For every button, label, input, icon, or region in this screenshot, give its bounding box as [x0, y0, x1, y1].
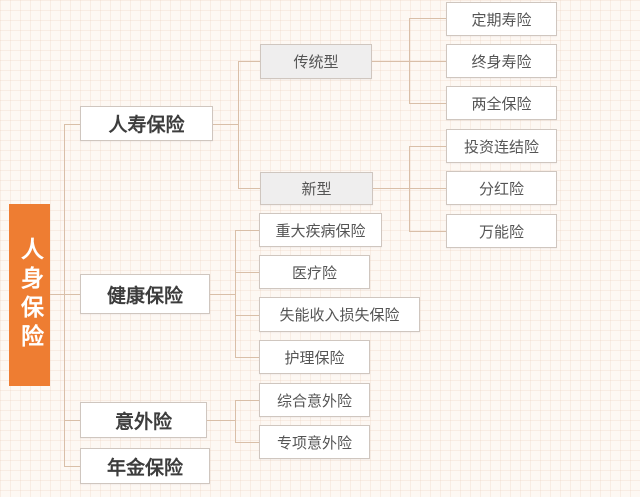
connector [409, 188, 446, 189]
node-critical-illness: 重大疾病保险 [259, 213, 382, 247]
connector [235, 272, 259, 273]
node-traditional: 传统型 [260, 44, 372, 79]
connector [235, 400, 236, 442]
connector [372, 61, 409, 62]
node-disability-income: 失能收入损失保险 [259, 297, 420, 332]
connector [50, 294, 64, 295]
node-endowment: 两全保险 [446, 86, 557, 120]
connector [409, 146, 446, 147]
node-nursing-care: 护理保险 [259, 340, 370, 374]
connector [235, 357, 259, 358]
connector [64, 294, 80, 295]
connector [409, 61, 446, 62]
connector [238, 188, 260, 189]
root-node-personal-insurance: 人身保险 [9, 204, 50, 386]
connector [207, 420, 235, 421]
node-universal: 万能险 [446, 214, 557, 248]
node-term-life: 定期寿险 [446, 2, 557, 36]
connector [64, 466, 80, 467]
connector [409, 103, 446, 104]
node-whole-life: 终身寿险 [446, 44, 557, 78]
connector [235, 230, 259, 231]
node-annuity-insurance: 年金保险 [80, 448, 210, 484]
connector [64, 420, 80, 421]
node-life-insurance: 人寿保险 [80, 106, 213, 141]
connector [372, 188, 409, 189]
node-comprehensive-accident: 综合意外险 [259, 383, 370, 417]
node-special-accident: 专项意外险 [259, 425, 370, 459]
connector [235, 230, 236, 357]
connector [235, 400, 259, 401]
connector [238, 61, 260, 62]
connector [213, 124, 238, 125]
node-health-insurance: 健康保险 [80, 274, 210, 314]
connector [238, 61, 239, 188]
node-participating: 分红险 [446, 171, 557, 205]
connector [64, 124, 80, 125]
node-accident-insurance: 意外险 [80, 402, 207, 438]
node-medical: 医疗险 [259, 255, 370, 289]
connector [64, 124, 65, 466]
connector [409, 18, 446, 19]
node-unit-linked: 投资连结险 [446, 129, 557, 163]
connector [409, 231, 446, 232]
connector [235, 442, 259, 443]
connector [210, 294, 235, 295]
connector [409, 18, 410, 103]
connector [235, 315, 259, 316]
node-new-type: 新型 [260, 172, 373, 205]
